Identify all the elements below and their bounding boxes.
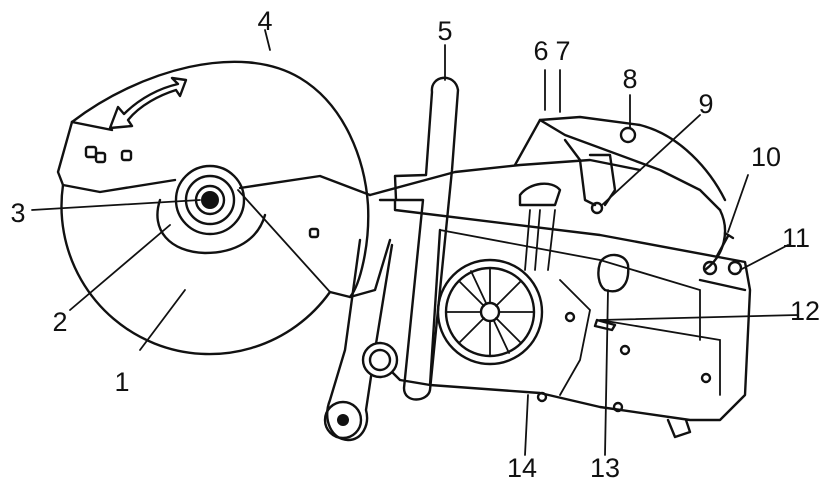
cutting-arm xyxy=(238,174,392,299)
support-leg xyxy=(323,238,399,442)
starter-fan xyxy=(436,258,544,366)
callouts: 1 2 3 4 5 6 7 8 9 10 11 12 13 14 xyxy=(10,6,820,483)
callout-1: 1 xyxy=(114,367,129,397)
filter-cap xyxy=(593,253,630,332)
callout-6: 6 xyxy=(533,36,548,66)
callout-8: 8 xyxy=(622,64,637,94)
callout-7: 7 xyxy=(555,36,570,66)
callout-5: 5 xyxy=(437,16,452,46)
callout-14: 14 xyxy=(507,453,537,483)
callout-10: 10 xyxy=(751,142,781,172)
callout-12: 12 xyxy=(790,296,820,326)
callout-9: 9 xyxy=(698,89,713,119)
callout-3: 3 xyxy=(10,198,25,228)
callout-2: 2 xyxy=(52,307,67,337)
engine-housing xyxy=(368,158,752,422)
choke-lever xyxy=(698,231,747,292)
front-handle xyxy=(393,76,460,401)
rear-handle xyxy=(513,115,727,272)
cutting-blade xyxy=(60,183,332,356)
blade-guard xyxy=(56,60,370,299)
callout-11: 11 xyxy=(782,223,810,253)
leader-lines xyxy=(31,29,799,456)
callout-13: 13 xyxy=(590,453,620,483)
base-foot xyxy=(666,418,692,439)
callout-4: 4 xyxy=(257,6,272,36)
